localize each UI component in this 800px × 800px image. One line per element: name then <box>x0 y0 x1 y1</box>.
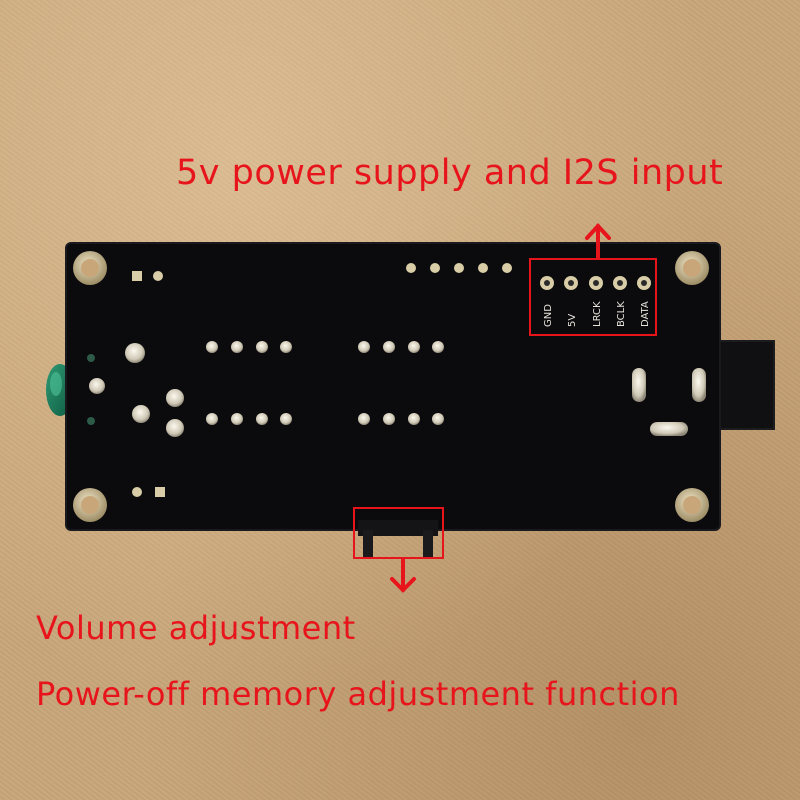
up-arrow-icon <box>585 223 611 259</box>
connector-solder-joints <box>632 368 706 436</box>
pin-labels: GND 5V LRCK BCLK DATA <box>543 301 651 327</box>
ic-footprint-right <box>358 341 444 425</box>
memory-caption: Power-off memory adjustment function <box>36 675 680 713</box>
ic-footprint-left <box>206 341 292 425</box>
volume-caption: Volume adjustment <box>36 609 356 647</box>
pin-label-5v: 5V <box>567 314 578 327</box>
small-pads <box>132 271 165 497</box>
down-arrow-icon <box>390 558 416 593</box>
potentiometer <box>358 520 438 558</box>
i2s-header-pins <box>540 276 651 290</box>
side-connector <box>718 341 774 429</box>
mounting-holes <box>73 251 709 522</box>
volume-highlight-box <box>353 507 444 559</box>
power-i2s-caption: 5v power supply and I2S input <box>176 153 724 193</box>
pin-label-bclk: BCLK <box>616 301 627 327</box>
jack-solder-joints <box>89 343 184 437</box>
pcb-board <box>66 243 720 530</box>
pin-label-gnd: GND <box>543 304 554 327</box>
pin-label-lrck: LRCK <box>592 301 603 327</box>
pin-label-data: DATA <box>640 301 651 327</box>
i2s-highlight-box <box>529 258 657 336</box>
top-pad-row <box>406 263 512 273</box>
